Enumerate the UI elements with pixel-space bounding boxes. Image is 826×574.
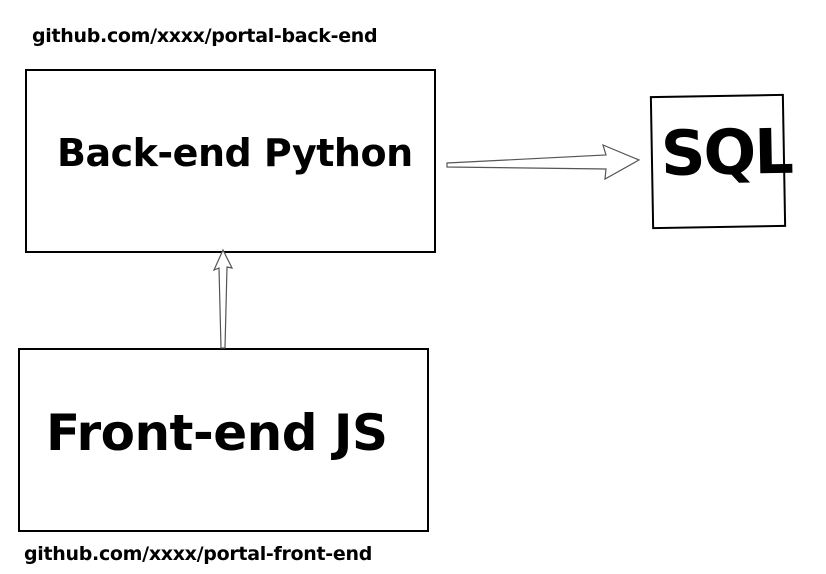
- frontend-to-backend-arrow: [212, 248, 234, 349]
- backend-repo-label: github.com/xxxx/portal-back-end: [32, 25, 378, 47]
- backend-node: Back-end Python: [25, 69, 436, 253]
- database-node-label: SQL: [660, 114, 793, 190]
- frontend-node: Front-end JS: [18, 348, 429, 532]
- frontend-repo-label: github.com/xxxx/portal-front-end: [24, 543, 373, 565]
- backend-node-label: Back-end Python: [57, 131, 413, 175]
- database-node: SQL: [649, 93, 792, 230]
- backend-to-sql-arrow: [446, 143, 641, 181]
- frontend-node-label: Front-end JS: [46, 404, 388, 462]
